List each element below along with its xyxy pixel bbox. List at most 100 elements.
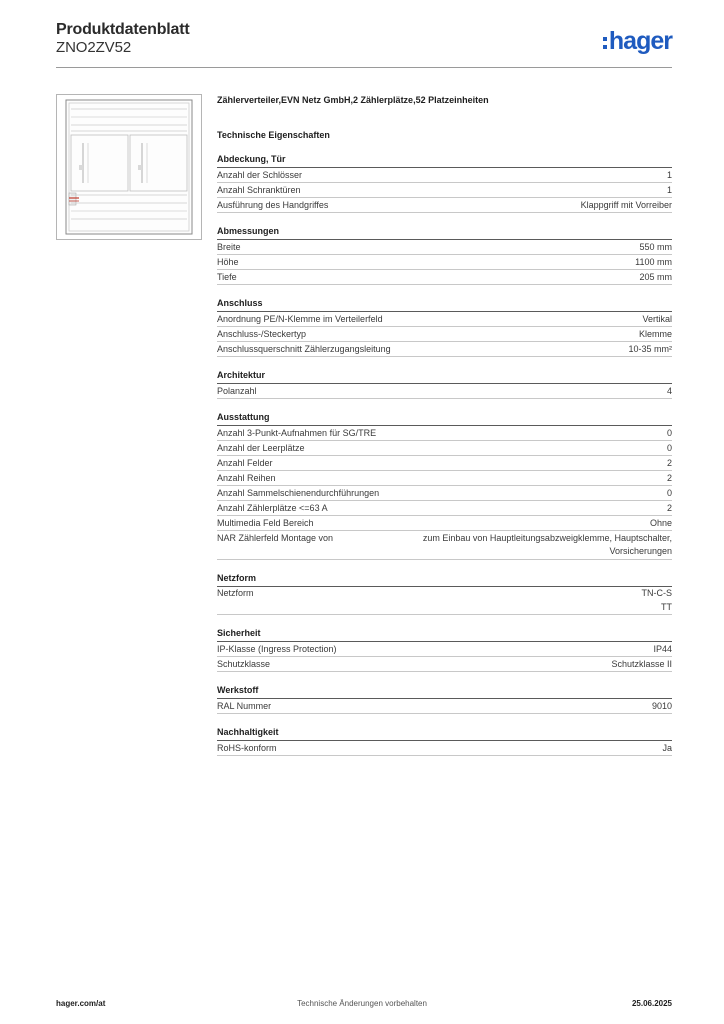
- footer-notice: Technische Änderungen vorbehalten: [297, 999, 427, 1008]
- spec-label: Anordnung PE/N-Klemme im Verteilerfeld: [217, 313, 383, 324]
- spec-label: Schutzklasse: [217, 658, 271, 669]
- section-title: Architektur: [217, 369, 672, 384]
- spec-label: Höhe: [217, 256, 239, 267]
- spec-value: Klappgriff mit Vorreiber: [580, 199, 672, 210]
- product-code: ZNO2ZV52: [56, 39, 132, 56]
- spec-value: 4: [666, 385, 672, 396]
- spec-label: Breite: [217, 241, 241, 252]
- spec-row: Anzahl 3-Punkt-Aufnahmen für SG/TRE 0: [217, 426, 672, 441]
- spec-row: Anschluss-/Steckertyp Klemme: [217, 327, 672, 342]
- spec-label: Polanzahl: [217, 385, 257, 396]
- spec-row: Netzform TN-C-S TT: [217, 587, 673, 615]
- spec-value: Klemme: [638, 328, 672, 339]
- spec-row: RoHS-konform Ja: [217, 741, 672, 756]
- spec-value: 1: [666, 184, 672, 195]
- logo-text: hager: [608, 26, 673, 55]
- spec-row: Anzahl der Leerplätze 0: [217, 441, 672, 456]
- spec-value: Schutzklasse II: [611, 658, 672, 669]
- spec-value: 0: [666, 487, 672, 498]
- spec-value: 1: [666, 169, 672, 180]
- spec-value: 10-35 mm²: [628, 343, 672, 354]
- header-divider: [56, 67, 672, 68]
- spec-value: 2: [666, 472, 672, 483]
- spec-label: Anzahl Felder: [217, 457, 273, 468]
- spec-row: Anzahl der Schlösser 1: [217, 168, 672, 183]
- spec-label: Anschluss-/Steckertyp: [217, 328, 307, 339]
- spec-value: Ja: [662, 742, 672, 753]
- spec-value: IP44: [653, 643, 672, 654]
- spec-label: Anzahl Schranktüren: [217, 184, 301, 195]
- hager-logo: hager: [602, 26, 673, 56]
- spec-value: 0: [666, 442, 672, 453]
- section-title: Abmessungen: [217, 225, 672, 240]
- footer-website[interactable]: hager.com/at: [56, 999, 106, 1008]
- logo-dots-icon: [602, 36, 607, 49]
- spec-label: RAL Nummer: [217, 700, 272, 711]
- spec-label: NAR Zählerfeld Montage von: [217, 532, 334, 543]
- product-description: Zählerverteiler,EVN Netz GmbH,2 Zählerpl…: [217, 95, 489, 105]
- tech-properties-heading: Technische Eigenschaften: [217, 130, 330, 140]
- spec-content: Zählerverteiler,EVN Netz GmbH,2 Zählerpl…: [217, 94, 672, 768]
- spec-row: Anschlussquerschnitt Zählerzugangsleitun…: [217, 342, 672, 357]
- footer-date: 25.06.2025: [631, 999, 672, 1008]
- section-title: Nachhaltigkeit: [217, 726, 672, 741]
- spec-label: Tiefe: [217, 271, 237, 282]
- spec-value: 1100 mm: [635, 256, 672, 267]
- section-title: Werkstoff: [217, 684, 672, 699]
- spec-row: Anzahl Felder 2: [217, 456, 672, 471]
- spec-label: IP-Klasse (Ingress Protection): [217, 643, 337, 654]
- spec-row: Anzahl Zählerplätze <=63 A 2: [217, 501, 672, 516]
- spec-value: 9010: [651, 700, 672, 711]
- spec-label: Anzahl der Schlösser: [217, 169, 303, 180]
- section-title: Anschluss: [217, 297, 672, 312]
- spec-row: Tiefe 205 mm: [217, 270, 672, 285]
- spec-row: Anordnung PE/N-Klemme im Verteilerfeld Ve…: [217, 312, 672, 327]
- spec-row: NAR Zählerfeld Montage von zum Einbau von…: [217, 531, 672, 560]
- spec-row: Multimedia Feld Bereich Ohne: [217, 516, 672, 531]
- spec-label: Netzform: [217, 588, 254, 598]
- spec-value: 205 mm: [639, 271, 672, 282]
- product-image: [56, 94, 202, 240]
- section-title: Netzform: [217, 572, 672, 587]
- spec-value: 0: [666, 427, 672, 438]
- spec-label: Anzahl Zählerplätze <=63 A: [217, 502, 328, 513]
- spec-row: Anzahl Reihen 2: [217, 471, 672, 486]
- spec-label: Anzahl Reihen: [217, 472, 276, 483]
- page-title: Produktdatenblatt: [56, 21, 190, 38]
- section-title: Sicherheit: [217, 627, 672, 642]
- spec-value: 550 mm: [639, 241, 672, 252]
- spec-label: Anzahl 3-Punkt-Aufnahmen für SG/TRE: [217, 427, 377, 438]
- spec-label: Ausführung des Handgriffes: [217, 199, 329, 210]
- spec-row: IP-Klasse (Ingress Protection) IP44: [217, 642, 672, 657]
- spec-row: Ausführung des Handgriffes Klappgriff mit…: [217, 198, 672, 213]
- spec-value: 2: [666, 457, 672, 468]
- section-title: Abdeckung, Tür: [217, 153, 672, 168]
- spec-value: TN-C-S TT: [641, 588, 673, 612]
- spec-label: Multimedia Feld Bereich: [217, 517, 314, 528]
- spec-row: Höhe 1100 mm: [217, 255, 672, 270]
- spec-row: RAL Nummer 9010: [217, 699, 672, 714]
- spec-value: Vertikal: [642, 313, 672, 324]
- spec-label: Anschlussquerschnitt Zählerzugangsleitun…: [217, 343, 391, 354]
- spec-row: Polanzahl 4: [217, 384, 672, 399]
- spec-label: Anzahl der Leerplätze: [217, 442, 305, 453]
- spec-row: Anzahl Schranktüren 1: [217, 183, 672, 198]
- spec-row: Breite 550 mm: [217, 240, 672, 255]
- spec-value: Ohne: [649, 517, 672, 528]
- meter-cabinet-icon: [65, 99, 193, 235]
- section-title: Ausstattung: [217, 411, 672, 426]
- spec-label: RoHS-konform: [217, 742, 277, 753]
- spec-value: 2: [666, 502, 672, 513]
- spec-value: zum Einbau von Hauptleitungsabzweigklemm…: [422, 532, 672, 557]
